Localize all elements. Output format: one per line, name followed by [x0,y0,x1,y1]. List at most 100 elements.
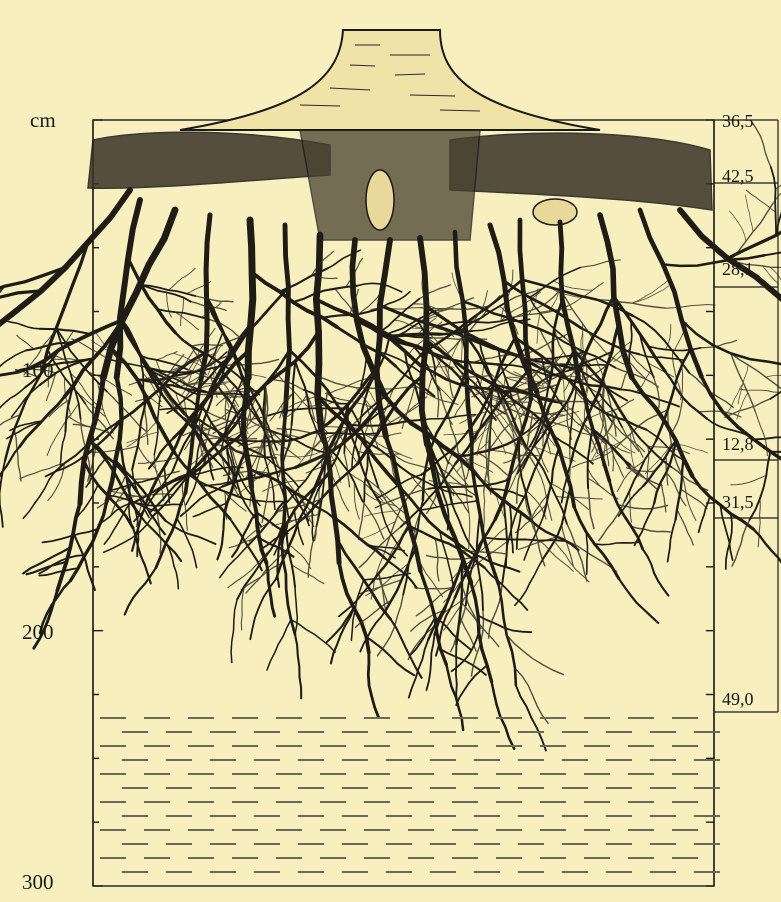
root-branch [149,438,174,469]
root-branch [248,220,253,378]
depth-label-100: 100 [22,360,54,381]
root-branch [295,587,297,633]
depth-label-200: 200 [22,622,54,643]
root-branch [730,475,766,485]
root-branch [40,329,91,334]
root-branch [732,520,750,567]
root-branch [553,540,589,582]
root-branch [729,211,746,242]
root-branch [0,190,130,332]
root-branch [426,555,474,559]
root-branch [643,549,669,596]
root-branch [0,388,25,411]
root-branch [145,408,148,445]
root-branch [166,292,171,317]
root-branch [632,277,671,303]
root-branch [60,432,65,466]
root-branch [225,359,279,365]
root-branch [226,396,247,397]
side-value-4: 12,8 [722,435,754,453]
side-value-2: 42,5 [722,167,754,185]
root-branch [435,376,439,417]
root-branch [160,409,199,410]
root-branch [724,399,770,418]
root-branch [537,391,574,506]
root-branch [661,482,666,512]
root-branch [293,286,357,302]
root-branch [746,190,776,213]
root-branch [5,321,40,329]
root-branch [220,546,248,577]
root-branch [368,652,378,717]
root-branch [594,542,638,545]
root-branch [414,587,453,588]
root-branch [588,468,605,489]
root-branch [461,551,506,555]
root-branch [739,389,780,392]
root-branch [262,474,271,523]
root-branch [492,682,515,749]
root-branch [217,514,224,560]
root-branch [766,373,781,377]
root-branch [5,372,42,460]
root-branch [677,509,693,545]
root-cross-section-left [366,170,394,230]
root-branch [409,640,428,698]
root-branch [225,397,226,421]
root-branch [295,634,301,698]
root-branch [23,472,54,518]
root-branch [127,432,158,443]
root-cross-section-right [533,199,577,225]
side-value-brackets [714,120,778,712]
root-branch [14,430,21,482]
root-branch [667,305,716,309]
root-branch [252,273,337,327]
root-branch [753,529,781,573]
depth-unit-label: cm [30,110,56,131]
side-value-6: 49,0 [722,690,754,708]
root-branch [267,620,291,670]
root-branch [195,296,233,302]
root-branch [450,605,465,652]
root-branch [668,520,676,562]
side-value-3: 28,1 [722,260,754,278]
root-branch [104,502,130,544]
root-branch [0,286,4,334]
root-branch [141,285,195,296]
root-branch [461,339,462,368]
root-branch [359,501,365,538]
root-branch [168,268,195,290]
root-branch [640,210,701,376]
root-branch [619,579,659,623]
root-branch [555,401,600,402]
root-branch [770,451,781,452]
root-branch [456,644,457,703]
root-branch [770,267,781,289]
root-branch [57,504,80,591]
root-branch [738,365,748,404]
root-branch [745,195,753,232]
root-branch [588,478,619,499]
root-branch [420,501,478,511]
soil-layer-dashes [100,718,720,872]
root-branch [689,373,734,408]
root-branch [366,637,414,676]
trunk-base [180,30,600,130]
depth-label-300: 300 [22,872,54,893]
root-branch [619,486,644,516]
side-value-1: 36,5 [722,112,754,130]
root-branch [707,419,748,436]
root-branch [231,599,237,662]
root-branch [157,511,161,554]
root-branch [588,488,594,529]
root-branch [754,437,781,440]
root-branch [631,526,671,532]
root-branch [435,539,439,582]
root-branch [127,421,158,447]
root-branch [485,568,528,610]
root-branch [635,503,655,545]
root-branch [752,123,771,167]
side-value-5: 31,5 [722,493,754,511]
